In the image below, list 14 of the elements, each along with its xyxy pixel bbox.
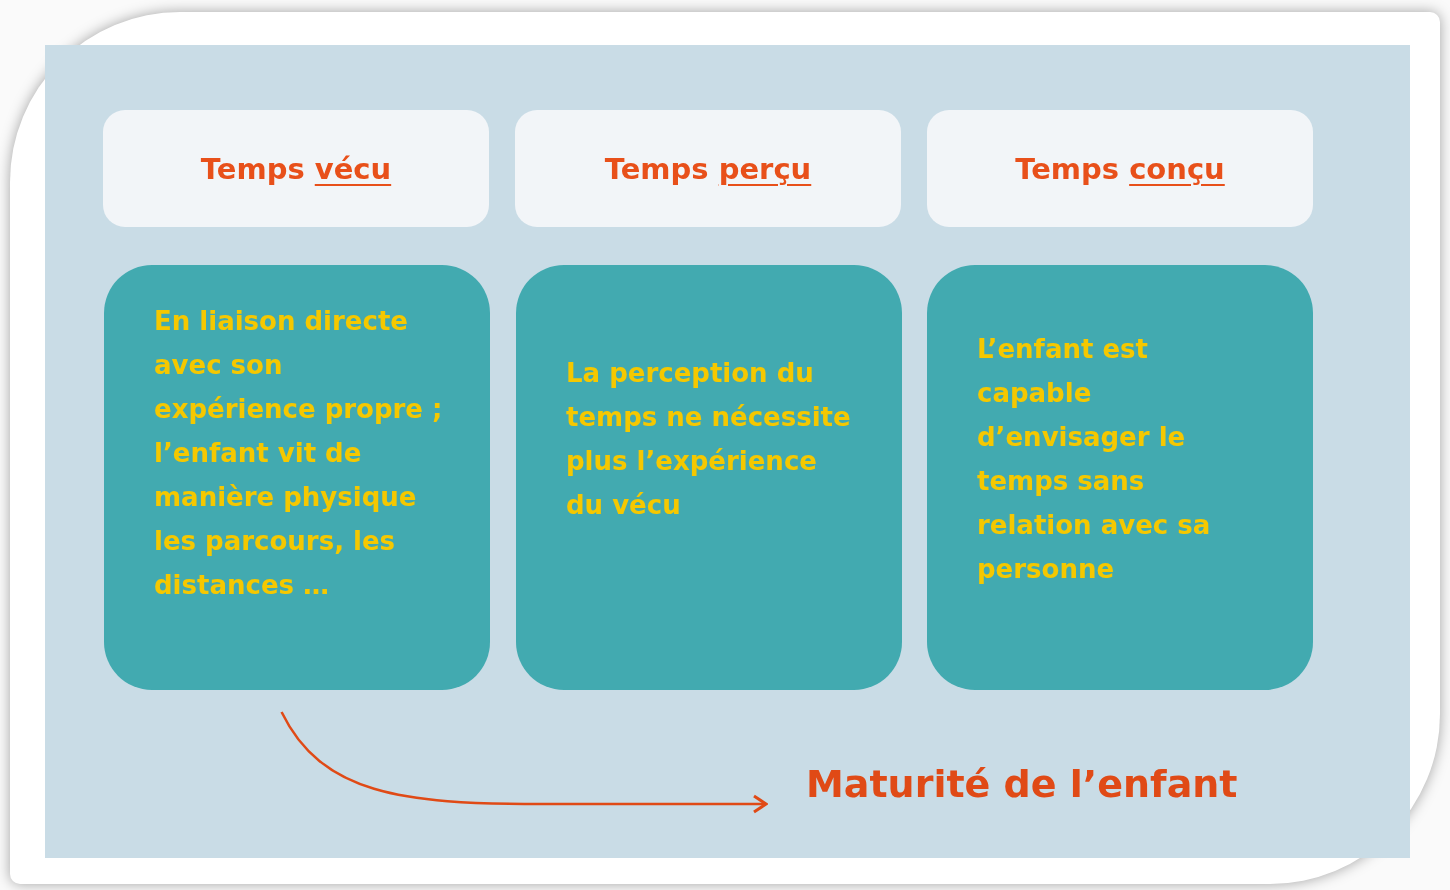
header-title: Temps conçu [1015, 151, 1225, 186]
header-title: Temps perçu [604, 151, 812, 186]
description-box [104, 265, 490, 690]
header-title: Temps vécu [200, 151, 392, 186]
curved-arrow [280, 711, 768, 814]
description-text: En liaison directe avec son expérience propre ; l’enfant vit de manière physique les parcours, les distances … [154, 305, 444, 602]
description-text: L’enfant est capable d’envisager le temps sans relation avec sa personne [977, 333, 1212, 586]
description-box [927, 265, 1313, 690]
header-box [927, 110, 1313, 227]
description-text: La perception du temps ne nécessite plus l’expérience du vécu [566, 357, 852, 522]
header-box [515, 110, 901, 227]
maturity-label: Maturité de l’enfant [806, 762, 1238, 806]
description-box [516, 265, 902, 690]
header-box [103, 110, 489, 227]
